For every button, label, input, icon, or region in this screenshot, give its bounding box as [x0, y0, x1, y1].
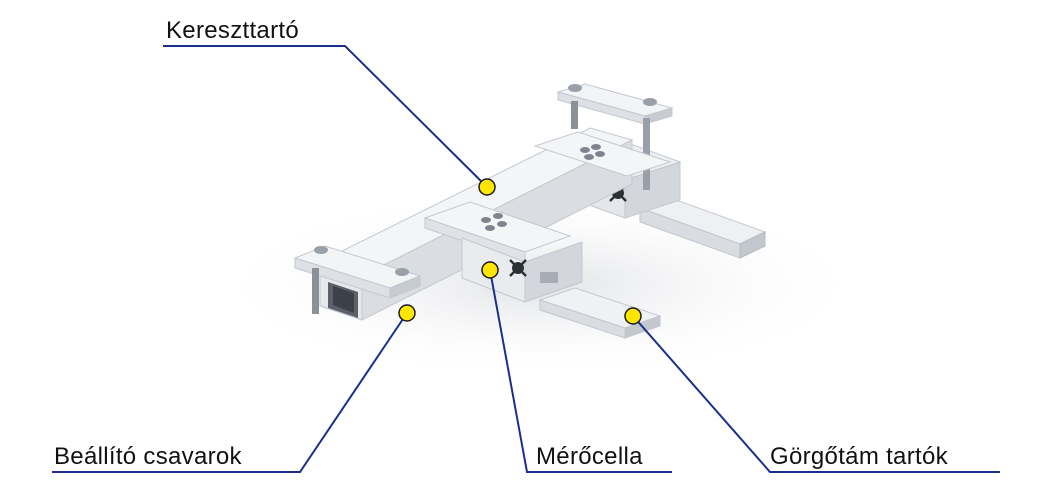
- marker-load-cell: [481, 261, 499, 279]
- label-cross-beam: Kereszttartó: [166, 17, 299, 44]
- rear-saddle: [533, 131, 672, 177]
- front-plate: [293, 245, 422, 314]
- label-roller-support-holders: Görgőtám tartók: [770, 443, 948, 470]
- label-adjusting-screws: Beállító csavarok: [54, 443, 242, 470]
- marker-roller-support: [624, 307, 642, 325]
- leader-line-load-cell: [489, 269, 672, 473]
- leader-line-roller-support: [632, 315, 1000, 473]
- leader-line-cross-beam: [163, 45, 488, 188]
- roller-support-arm-right: [638, 195, 767, 259]
- leader-line-adjusting-screws: [52, 312, 408, 473]
- marker-cross-beam: [478, 178, 496, 196]
- leader-lines: [52, 45, 1000, 473]
- markers: [398, 178, 642, 325]
- label-load-cell: Mérőcella: [536, 443, 643, 470]
- load-cell-mount-icon-front: [509, 259, 527, 277]
- center-saddle: [423, 201, 572, 263]
- marker-adjusting-screws: [398, 304, 416, 322]
